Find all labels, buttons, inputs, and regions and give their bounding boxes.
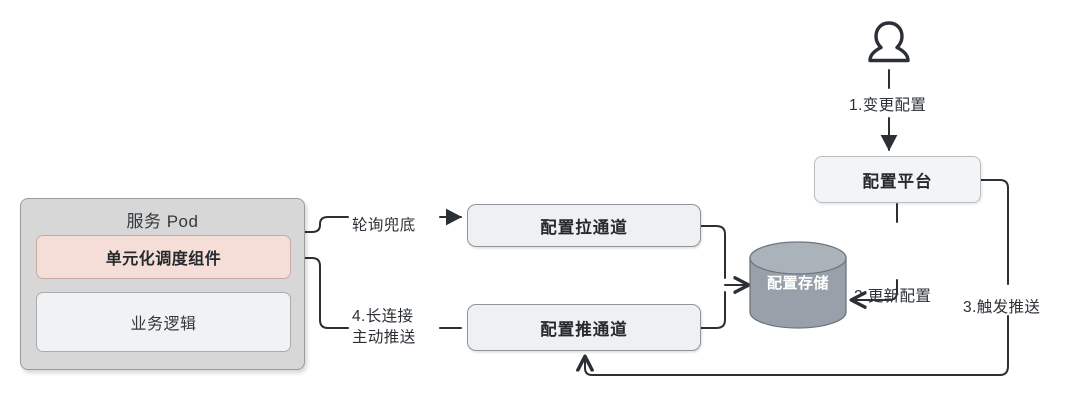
edge-long-connection-push <box>290 258 462 329</box>
config-pull-channel-box[interactable]: 配置拉通道 <box>467 204 701 247</box>
config-push-channel-box[interactable]: 配置推通道 <box>467 304 701 351</box>
edge-poll-fallback <box>289 208 462 233</box>
service-pod-container[interactable]: 服务 Pod 单元化调度组件 业务逻辑 <box>20 198 305 370</box>
config-platform-box[interactable]: 配置平台 <box>814 156 981 203</box>
edge-label-change-config: 1.变更配置 <box>849 97 927 114</box>
pod-child-scheduler-component[interactable]: 单元化调度组件 <box>36 235 291 279</box>
edge-pull-to-storage <box>700 225 726 279</box>
edge-label-long-connection-line2: 主动推送 <box>352 329 416 346</box>
edge-push-to-storage <box>700 291 726 329</box>
edge-trigger-push <box>585 179 1009 376</box>
user-icon <box>868 21 910 63</box>
edge-label-update-config: 2.更新配置 <box>854 288 932 305</box>
edge-label-poll-fallback: 轮询兜底 <box>352 217 416 234</box>
edge-label-long-connection-line1: 4.长连接 <box>352 308 414 325</box>
edge-update-config <box>852 203 898 300</box>
pod-child-business-logic[interactable]: 业务逻辑 <box>36 292 291 352</box>
pod-title: 服务 Pod <box>126 212 199 231</box>
edge-label-trigger-push: 3.触发推送 <box>963 299 1041 316</box>
config-storage-label: 配置存储 <box>766 275 829 292</box>
storage-cylinder <box>749 241 847 329</box>
edge-label-long-connection: 4.长连接 主动推送 <box>352 306 416 348</box>
